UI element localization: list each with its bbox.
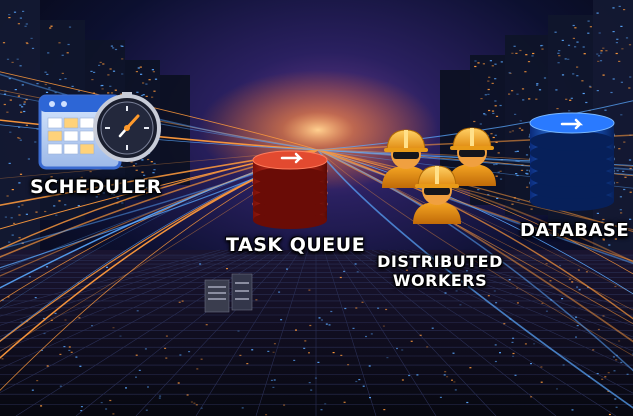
node-label-database: DATABASE <box>520 220 630 241</box>
node-label-workers-line1: DISTRIBUTED <box>377 252 503 271</box>
node-label-scheduler: SCHEDULER <box>30 176 162 198</box>
node-label-workers-line2: WORKERS <box>392 271 488 290</box>
floor-grid <box>0 249 633 416</box>
stacked-disks-icon <box>252 150 328 229</box>
hardhat-worker-icon <box>382 127 496 224</box>
node-label-distributed-workers: DISTRIBUTED WORKERS <box>374 252 506 290</box>
calendar-clock-icon <box>38 92 161 170</box>
node-label-task-queue: TASK QUEUE <box>226 234 366 256</box>
floor <box>0 250 633 416</box>
database-cylinder-icon <box>529 112 615 211</box>
floor-racks <box>204 273 253 313</box>
